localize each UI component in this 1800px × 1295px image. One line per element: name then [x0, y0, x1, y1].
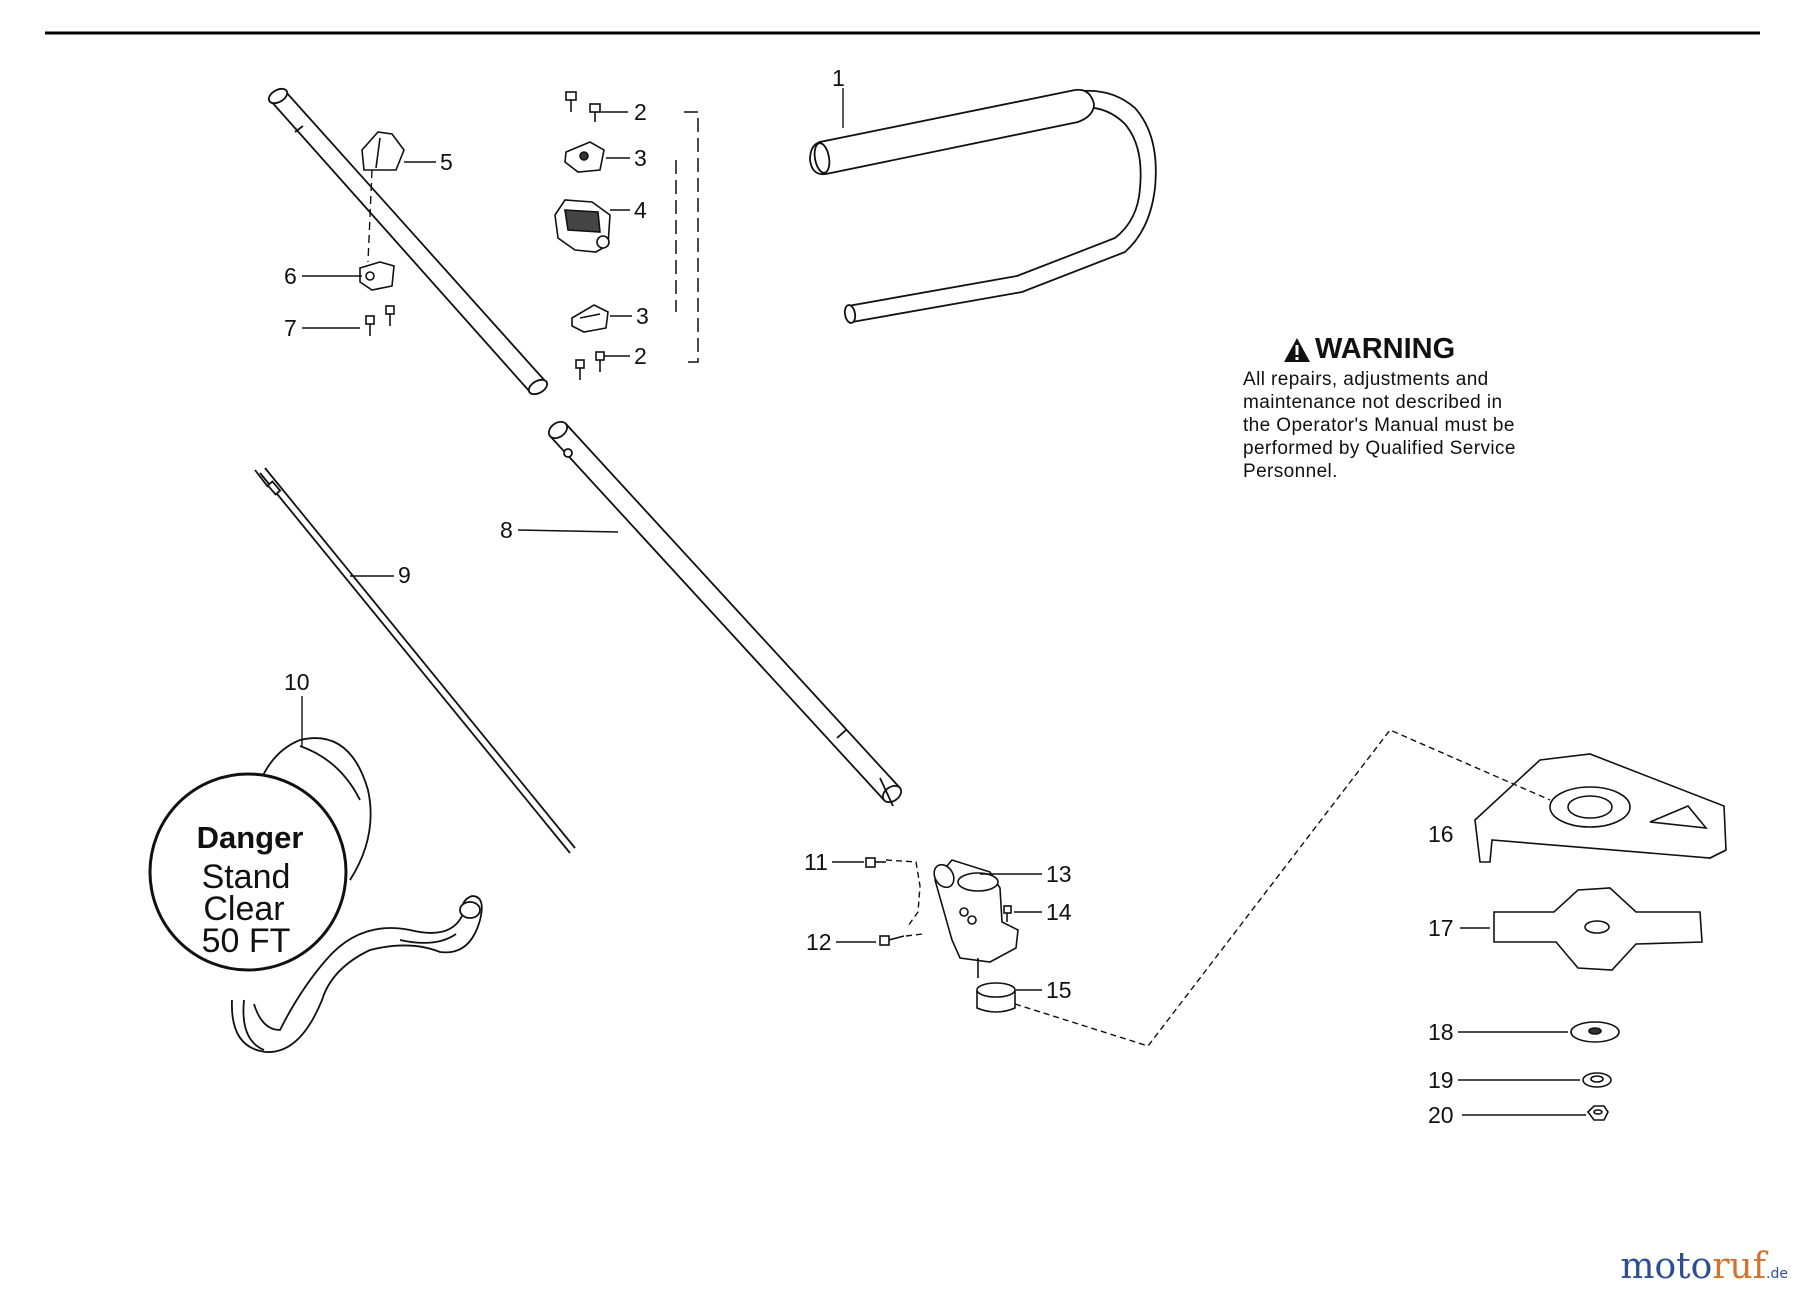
callout-16: 16: [1428, 821, 1454, 847]
warning-heading: WARNING: [1283, 333, 1563, 366]
clip-leader: [367, 169, 373, 263]
danger-tag-line-2: Stand: [202, 858, 291, 896]
site-watermark: motoruf.de: [1620, 1246, 1788, 1287]
warning-notice: WARNING All repairs, adjustments and mai…: [1243, 333, 1563, 483]
watermark-main: moto: [1620, 1246, 1713, 1287]
screw-12: [879, 935, 905, 946]
warning-line: performed by Qualified Service: [1243, 438, 1516, 459]
callout-15: 15: [1046, 977, 1072, 1003]
loop-handle: [809, 88, 1157, 324]
screw-pair-top: [565, 91, 601, 122]
callout-12: 12: [806, 929, 832, 955]
danger-tag-line-4: 50 FT: [202, 922, 291, 960]
danger-tag: [148, 772, 348, 972]
callout-17: 17: [1428, 915, 1454, 941]
screw-11: [865, 857, 886, 868]
callout-3-bottom: 3: [636, 303, 649, 329]
callout-13: 13: [1046, 861, 1072, 887]
warning-line: Personnel.: [1243, 461, 1338, 482]
clamp-block: [359, 261, 395, 291]
warning-triangle-icon: [1284, 337, 1310, 362]
warning-line: maintenance not described in: [1243, 392, 1503, 413]
screw-pair-bottom: [575, 351, 605, 380]
callout-11: 11: [804, 849, 828, 875]
watermark-tld: .de: [1766, 1266, 1788, 1282]
warning-body: All repairs, adjustments and maintenance…: [1243, 368, 1563, 483]
callout-4: 4: [634, 197, 647, 223]
washer-19: [1582, 1072, 1612, 1088]
callout-18: 18: [1428, 1019, 1454, 1045]
screw-pair-left: [365, 305, 395, 336]
upper-shaft-tube: [267, 87, 549, 396]
callout-10: 10: [284, 669, 310, 695]
watermark-accent: ruf: [1712, 1246, 1767, 1287]
callout-2-top: 2: [634, 99, 647, 125]
danger-tag-line-3: Clear: [203, 890, 284, 928]
handle-bracket: [554, 199, 611, 253]
blade-hole: [1584, 920, 1610, 934]
lower-shaft-tube: [547, 420, 903, 807]
warning-title: WARNING: [1315, 333, 1456, 365]
gear-head-leader: [885, 859, 923, 937]
callout-1: 1: [832, 65, 845, 91]
callout-19: 19: [1428, 1067, 1454, 1093]
nut-20: [1586, 1105, 1609, 1121]
drive-shaft: [254, 467, 576, 854]
callout-7: 7: [284, 315, 297, 341]
callout-8: 8: [500, 517, 513, 543]
callout-6: 6: [284, 263, 297, 289]
washer-18: [1570, 1021, 1620, 1043]
callout-20: 20: [1428, 1102, 1454, 1128]
callout-3-top: 3: [634, 145, 647, 171]
callout-14: 14: [1046, 899, 1072, 925]
clip: [361, 131, 405, 171]
head-to-guard-leader: [1014, 729, 1551, 1047]
warning-line: the Operator's Manual must be: [1243, 415, 1515, 436]
gear-head: [933, 859, 1019, 978]
danger-tag-line-1: Danger: [197, 820, 304, 855]
clamp-bottom: [571, 304, 609, 333]
callout-5: 5: [440, 149, 453, 175]
warning-line: All repairs, adjustments and: [1243, 369, 1489, 390]
blade-guard: [1473, 753, 1727, 863]
collar: [976, 982, 1016, 1013]
leader-lines: [301, 88, 1586, 1116]
callout-2-bottom: 2: [634, 343, 647, 369]
bracket-leader: [675, 111, 699, 363]
screw-14: [1003, 905, 1012, 922]
clamp-top: [564, 141, 605, 173]
callout-9: 9: [398, 562, 411, 588]
